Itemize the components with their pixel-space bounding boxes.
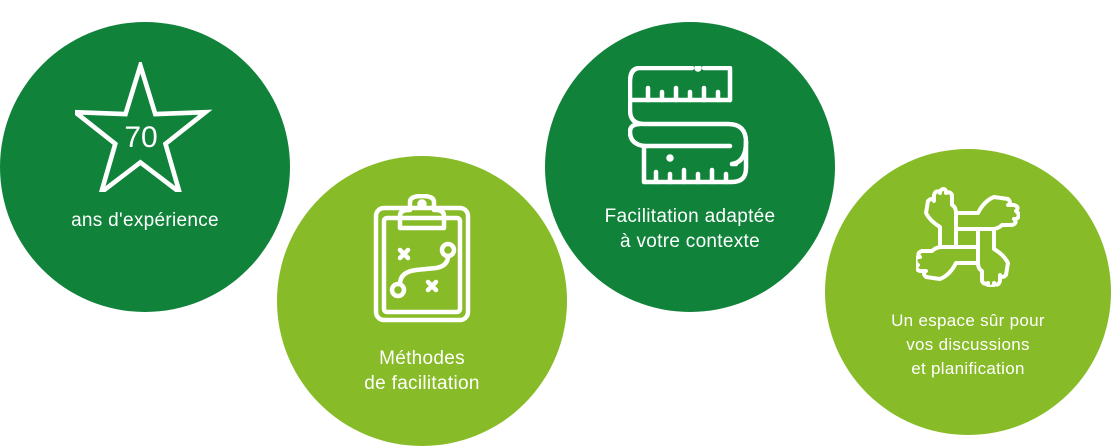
years-number: 70 <box>124 121 157 154</box>
feature-safe-space: Un espace sûr pour vos discussions et pl… <box>825 149 1111 435</box>
star-icon: 70 <box>75 62 213 192</box>
feature-label: Un espace sûr pour vos discussions et pl… <box>891 311 1045 378</box>
feature-methods: Méthodes de facilitation <box>277 156 567 446</box>
feature-adapted: Facilitation adaptée à votre contexte <box>545 22 835 312</box>
feature-label: ans d'expérience <box>71 210 219 231</box>
measuring-tape-icon <box>628 66 749 185</box>
feature-experience: 70 ans d'expérience <box>0 22 290 312</box>
clipboard-strategy-icon <box>373 194 471 323</box>
feature-label: Méthodes de facilitation <box>364 348 480 394</box>
feature-label: Facilitation adaptée à votre contexte <box>604 206 776 252</box>
joined-hands-icon <box>916 187 1020 287</box>
